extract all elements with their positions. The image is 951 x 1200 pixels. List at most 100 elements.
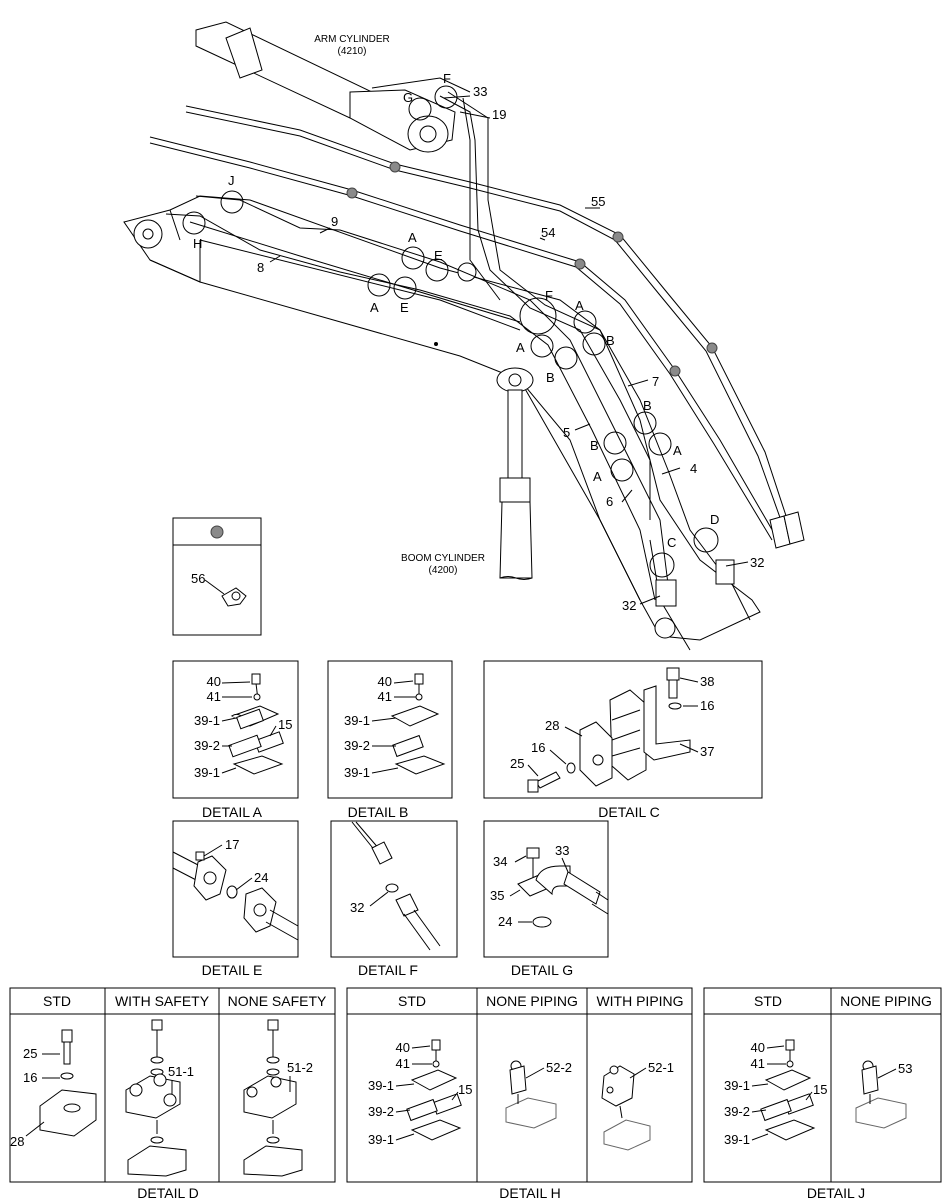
detail-j-39-1b: 39-1 (724, 1132, 750, 1147)
callout-4: 4 (690, 461, 697, 476)
legend-box: 56 (172, 517, 262, 636)
callout-32b: 32 (622, 598, 636, 613)
detail-f: 32 DETAIL F (330, 820, 458, 978)
callout-33: 33 (473, 84, 487, 99)
detail-a-41: 41 (207, 689, 221, 704)
letter-a6: A (593, 469, 602, 484)
letter-f1: F (443, 71, 451, 86)
letter-f2: F (545, 288, 553, 303)
arm-cylinder (195, 21, 471, 153)
callout-8: 8 (257, 260, 264, 275)
detail-c-38: 38 (700, 674, 714, 689)
detail-h-header-with-piping: WITH PIPING (596, 993, 683, 1009)
detail-d-header-none-safety: NONE SAFETY (228, 993, 327, 1009)
detail-f-32: 32 (350, 900, 364, 915)
letter-e1: E (434, 248, 443, 263)
legend-part-56: 56 (191, 571, 205, 586)
detail-b-caption: DETAIL B (348, 804, 409, 820)
detail-g: 34 33 35 24 DETAIL G (483, 820, 609, 978)
pipe-8-9 (165, 195, 671, 601)
hose-55 (185, 105, 795, 541)
detail-h-41: 41 (396, 1056, 410, 1071)
callout-54: 54 (541, 225, 555, 240)
detail-g-caption: DETAIL G (511, 962, 573, 978)
arm-cylinder-code: (4210) (338, 46, 367, 57)
detail-h-52-2: 52-2 (546, 1060, 572, 1075)
letter-b4: B (590, 438, 599, 453)
detail-j-15: 15 (813, 1082, 827, 1097)
letter-e2: E (400, 300, 409, 315)
detail-f-caption: DETAIL F (358, 962, 418, 978)
detail-a-15: 15 (278, 717, 292, 732)
boom-cylinder-code: (4200) (429, 565, 458, 576)
letter-b2: B (546, 370, 555, 385)
boom-cylinder (496, 367, 534, 580)
detail-j-header-none-piping: NONE PIPING (840, 993, 932, 1009)
detail-h-39-1: 39-1 (368, 1078, 394, 1093)
detail-a-caption: DETAIL A (202, 804, 263, 820)
callout-9: 9 (331, 214, 338, 229)
detail-d-caption: DETAIL D (137, 1185, 198, 1200)
detail-h-header-std: STD (398, 993, 426, 1009)
detail-g-35: 35 (490, 888, 504, 903)
detail-g-33: 33 (555, 843, 569, 858)
detail-e-caption: DETAIL E (202, 962, 263, 978)
detail-j: STD NONE PIPING 40 41 39-1 15 39-2 39-1 … (703, 987, 942, 1200)
callout-6: 6 (606, 494, 613, 509)
detail-h-caption: DETAIL H (499, 1185, 560, 1200)
letter-a5: A (673, 443, 682, 458)
detail-h-15: 15 (458, 1082, 472, 1097)
callout-55: 55 (591, 194, 605, 209)
detail-c-25: 25 (510, 756, 524, 771)
detail-b-39-2: 39-2 (344, 738, 370, 753)
detail-a-39-1: 39-1 (194, 713, 220, 728)
letter-h: H (193, 236, 202, 251)
detail-c-16b: 16 (531, 740, 545, 755)
detail-g-34: 34 (493, 854, 507, 869)
letter-a2: A (370, 300, 379, 315)
detail-b-41: 41 (378, 689, 392, 704)
detail-d-51-2: 51-2 (287, 1060, 313, 1075)
detail-a: 40 41 39-1 15 39-2 39-1 DETAIL A (172, 660, 299, 820)
callout-19: 19 (492, 107, 506, 122)
detail-c-37: 37 (700, 744, 714, 759)
detail-j-caption: DETAIL J (807, 1185, 865, 1200)
detail-j-40: 40 (751, 1040, 765, 1055)
detail-j-41: 41 (751, 1056, 765, 1071)
letter-a4: A (516, 340, 525, 355)
detail-d: STD WITH SAFETY NONE SAFETY 25 16 28 51-… (9, 987, 336, 1200)
detail-a-39-2: 39-2 (194, 738, 220, 753)
detail-h-52-1: 52-1 (648, 1060, 674, 1075)
main-assembly (123, 21, 805, 651)
detail-d-header-with-safety: WITH SAFETY (115, 993, 210, 1009)
arm-cylinder-label: ARM CYLINDER (314, 34, 390, 45)
hose-54 (149, 136, 779, 541)
detail-b-40: 40 (378, 674, 392, 689)
detail-b-39-1b: 39-1 (344, 765, 370, 780)
detail-a-40: 40 (207, 674, 221, 689)
callout-7: 7 (652, 374, 659, 389)
detail-e-17: 17 (225, 837, 239, 852)
detail-a-39-1b: 39-1 (194, 765, 220, 780)
letter-a3: A (575, 298, 584, 313)
detail-d-51-1: 51-1 (168, 1064, 194, 1079)
detail-e: 17 24 DETAIL E (172, 820, 299, 978)
detail-h-39-1b: 39-1 (368, 1132, 394, 1147)
detail-d-header-std: STD (43, 993, 71, 1009)
callout-5: 5 (563, 425, 570, 440)
detail-h-header-none-piping: NONE PIPING (486, 993, 578, 1009)
detail-d-28: 28 (10, 1134, 24, 1149)
letter-b3: B (643, 398, 652, 413)
detail-d-25: 25 (23, 1046, 37, 1061)
pipe-19-33 (439, 91, 721, 571)
detail-c-28: 28 (545, 718, 559, 733)
boom (123, 195, 761, 641)
detail-j-39-2: 39-2 (724, 1104, 750, 1119)
main-labels: ARM CYLINDER (4210) BOOM CYLINDER (4200)… (193, 34, 764, 613)
callout-32a: 32 (750, 555, 764, 570)
detail-c-16: 16 (700, 698, 714, 713)
letter-c: C (667, 535, 676, 550)
detail-h-39-2: 39-2 (368, 1104, 394, 1119)
detail-j-header-std: STD (754, 993, 782, 1009)
detail-j-39-1: 39-1 (724, 1078, 750, 1093)
